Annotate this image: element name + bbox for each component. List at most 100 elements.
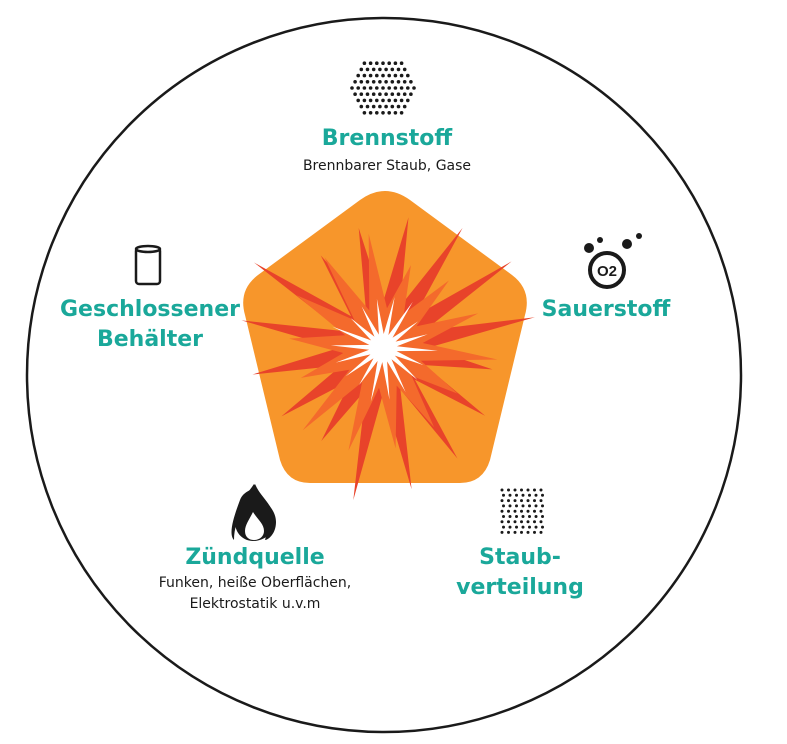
dust-dot: [539, 499, 543, 503]
fuel-dot: [362, 73, 367, 78]
fuel-dot: [399, 98, 404, 103]
fuel-dot: [402, 104, 407, 109]
flame-core: [245, 512, 264, 540]
dust-dot: [533, 488, 536, 492]
dust-dot: [515, 504, 518, 508]
dust-dot: [526, 530, 530, 534]
dust-dot: [528, 504, 531, 508]
fuel-dot: [353, 80, 357, 84]
dust-dot: [513, 488, 517, 492]
fuel-dot: [387, 73, 392, 78]
fuel-dot: [359, 104, 364, 109]
fuel-dot: [396, 92, 401, 96]
fuel-dot: [393, 86, 398, 90]
o2-big-bubble: [588, 251, 626, 289]
dust-dot: [539, 509, 543, 513]
brennstoff-title: Brennstoff: [321, 126, 453, 151]
fuel-dot: [356, 98, 361, 103]
fuel-dot: [368, 111, 373, 115]
behaelter-title-line1: Geschlossener: [60, 297, 240, 322]
fuel-dot: [396, 104, 401, 109]
fuel-dot: [368, 61, 373, 65]
fuel-dot: [350, 86, 354, 90]
dust-dot: [500, 488, 504, 492]
fuel-dot: [387, 61, 392, 65]
fuel-dot: [365, 67, 370, 72]
dust-dot: [528, 525, 531, 529]
fuel-dot: [390, 67, 395, 72]
o2-small-bubble-1: [584, 243, 594, 253]
dust-dot: [513, 520, 517, 524]
o2-small-bubble-3: [622, 239, 632, 249]
dust-dot: [534, 515, 538, 518]
burst-core: [369, 334, 397, 362]
fuel-dot: [362, 111, 367, 115]
fuel-dot: [412, 86, 416, 90]
container-lid: [134, 244, 162, 254]
dust-dot: [515, 493, 518, 497]
zuendquelle-title: Zündquelle: [185, 545, 325, 570]
dust-dot: [500, 530, 504, 534]
fuel-dot: [356, 86, 361, 90]
fuel-dot: [387, 98, 392, 103]
dust-dot: [507, 499, 510, 503]
fuel-dot: [359, 92, 364, 96]
fuel-dot: [381, 111, 385, 115]
fuel-dot: [381, 61, 385, 65]
dust-dot: [526, 520, 530, 524]
o2-bubbles-icon: O2: [584, 233, 642, 289]
dust-dot: [528, 493, 531, 497]
fuel-dot: [371, 80, 376, 84]
dust-dot: [520, 488, 523, 492]
dust-dot: [500, 499, 504, 503]
fuel-dot: [390, 80, 395, 84]
fuel-dot: [402, 92, 407, 96]
fuel-dot: [399, 111, 404, 115]
dust-dot: [534, 504, 538, 508]
dust-dot: [539, 520, 543, 524]
dust-dot: [502, 493, 505, 497]
dust-dot: [508, 493, 512, 497]
fuel-dot: [356, 73, 361, 78]
fuel-dot: [393, 73, 398, 78]
dust-dot: [521, 515, 525, 518]
fuel-dot: [368, 73, 373, 78]
fuel-dot: [375, 111, 379, 115]
dust-dot: [513, 499, 517, 503]
fuel-dot: [368, 98, 373, 103]
fuel-dot: [384, 104, 388, 109]
flame-body: [235, 484, 274, 541]
fuel-dot: [384, 92, 388, 96]
fuel-dot: [402, 67, 407, 72]
fuel-dot: [409, 80, 413, 84]
zuendquelle-subtitle-line2: Elektrostatik u.v.m: [189, 596, 321, 612]
brennstoff-subtitle: Brennbarer Staub, Gase: [302, 158, 472, 174]
fuel-dot: [390, 104, 395, 109]
dust-dot: [520, 520, 523, 524]
fuel-dot: [378, 104, 382, 109]
fuel-dot: [359, 67, 364, 72]
fuel-dot: [368, 86, 373, 90]
fuel-dot: [399, 73, 404, 78]
dust-dot: [533, 530, 536, 534]
fuel-dot: [375, 86, 379, 90]
fuel-dot: [393, 111, 398, 115]
dust-dot: [507, 520, 510, 524]
sauerstoff-title: Sauerstoff: [541, 297, 671, 322]
staubverteilung-title-line2: verteilung: [456, 575, 584, 600]
dust-dot: [534, 493, 538, 497]
fuel-dot: [402, 80, 407, 84]
fuel-dot: [393, 98, 398, 103]
dust-dot: [500, 509, 504, 513]
dust-dot: [533, 509, 536, 513]
fuel-dot: [399, 61, 404, 65]
explosion-pentagon-icon: [241, 191, 535, 501]
dust-dot: [502, 504, 505, 508]
dust-dot: [520, 530, 523, 534]
dust-dot: [521, 504, 525, 508]
dust-dot: [515, 515, 518, 518]
fuel-dot: [362, 61, 367, 65]
fuel-dot: [393, 61, 398, 65]
dust-dot: [533, 520, 536, 524]
